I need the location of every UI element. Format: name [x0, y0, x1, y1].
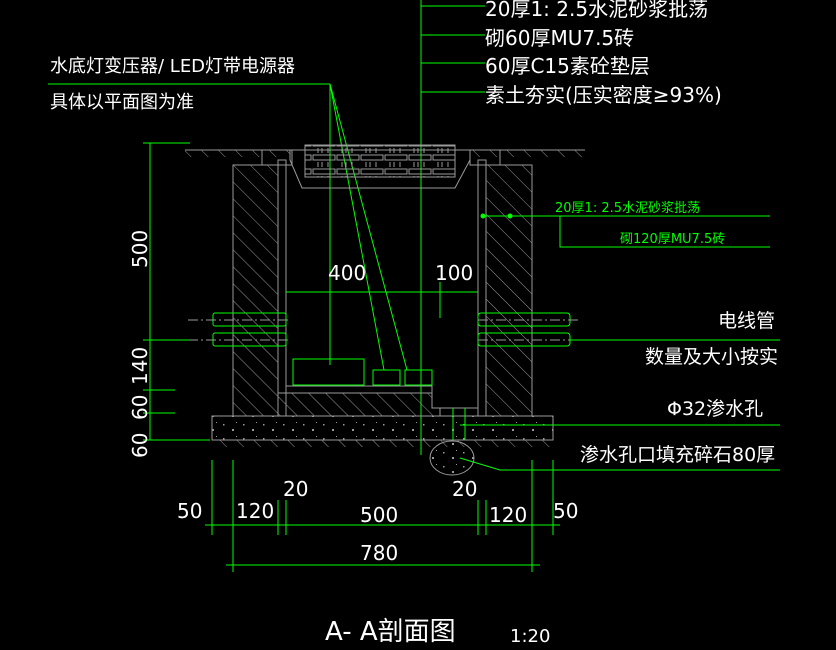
note-transformer: 水底灯变压器/ LED灯带电源器: [50, 56, 295, 77]
dim-20-left: 20: [283, 477, 308, 501]
dim-60-a: 60: [128, 395, 152, 420]
note-concrete: 60厚C15素砼垫层: [485, 54, 650, 78]
dim-500-bottom: 500: [360, 503, 398, 527]
soil-layer: [212, 440, 553, 447]
dim-60-b: 60: [128, 433, 152, 458]
transformer-leaders: [329, 83, 408, 371]
note-conduit: 电线管: [718, 310, 775, 332]
dim-140: 140: [128, 347, 152, 385]
note-plaster: 20厚1: 2.5水泥砂浆批荡: [485, 0, 708, 21]
dim-120-right: 120: [489, 503, 527, 527]
dim-100: 100: [435, 261, 473, 285]
drawing-scale: 1:20: [510, 626, 550, 647]
note-conduit-qty: 数量及大小按实: [645, 346, 778, 368]
wall-note-brick: 砌120厚MU7.5砖: [620, 232, 725, 247]
note-brick: 砌60厚MU7.5砖: [485, 26, 634, 50]
dim-780: 780: [360, 541, 398, 565]
left-plaster: [277, 159, 287, 417]
dim-500-vertical: 500: [128, 230, 152, 268]
dim-120-left: 120: [236, 499, 274, 523]
right-wall: [485, 164, 533, 417]
dim-400: 400: [328, 261, 366, 285]
dim-20-right: 20: [452, 477, 477, 501]
transformer-box: [292, 358, 365, 386]
vertical-dimension: [143, 142, 210, 441]
note-plan-ref: 具体以平面图为准: [50, 92, 194, 113]
base-slab: [211, 415, 554, 441]
note-gravel: 渗水孔口填充碎石80厚: [580, 444, 775, 466]
note-drain-hole: Φ32渗水孔: [667, 398, 763, 420]
power-box-2: [404, 369, 433, 386]
top-leader: [420, 0, 485, 455]
bottom-dimension: [205, 460, 560, 572]
dim-50-right: 50: [553, 499, 578, 523]
dim-50-left: 50: [177, 499, 202, 523]
power-box-1: [372, 369, 401, 386]
gravel-fill: [429, 440, 475, 476]
left-wall: [232, 164, 279, 417]
conduit-pipes: [188, 312, 580, 347]
drawing-title: A- A剖面图: [325, 617, 456, 647]
drain-hole: [452, 408, 466, 440]
pool-floor: [277, 385, 478, 417]
wall-note-plaster: 20厚1: 2.5水泥砂浆批荡: [555, 201, 700, 216]
right-plaster: [477, 159, 487, 417]
note-soil: 素土夯实(压实密度≥93%): [485, 83, 722, 107]
inner-dimension: [286, 282, 478, 318]
lid: [261, 144, 501, 189]
